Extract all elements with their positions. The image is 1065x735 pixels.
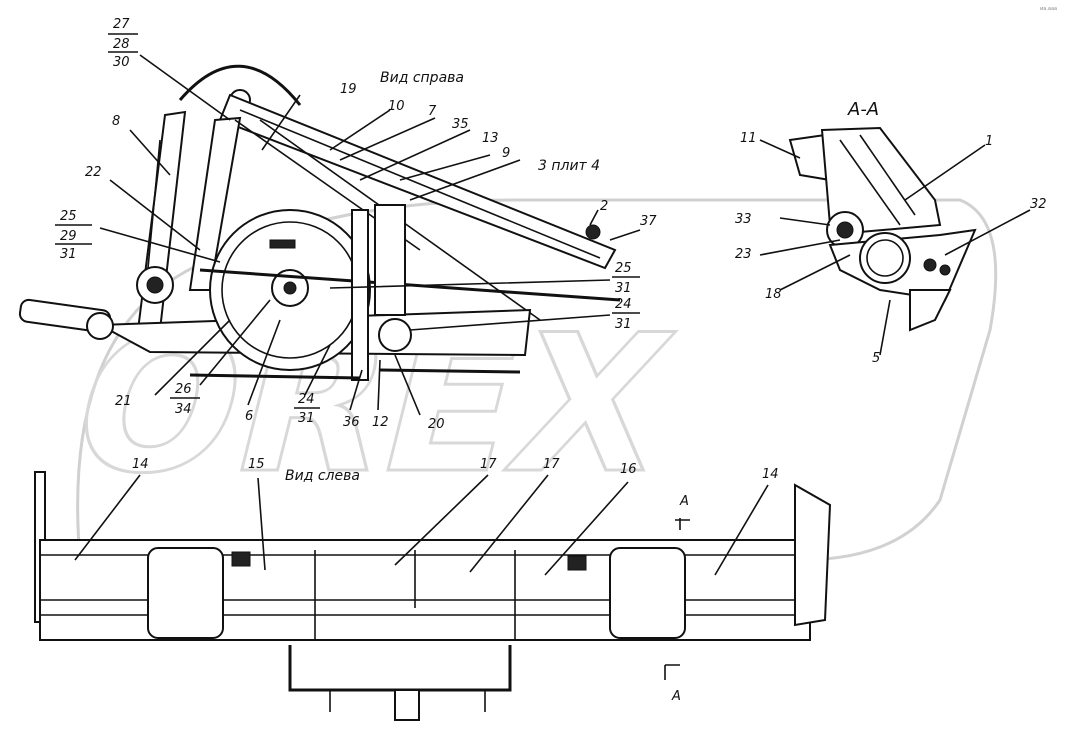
label: 26 — [175, 382, 192, 397]
label: 10 — [388, 99, 405, 114]
label: 9 — [502, 146, 510, 161]
label: 34 — [175, 402, 192, 417]
label: 28 — [113, 37, 130, 52]
label: 37 — [640, 214, 657, 229]
label: 18 — [765, 287, 782, 302]
label: 6 — [245, 409, 253, 424]
side-view-labels: 27 28 30 8 22 25 29 31 19 Вид справа 10 … — [55, 17, 657, 432]
label: 16 — [620, 462, 637, 477]
label: 31 — [615, 317, 632, 332]
label: 31 — [60, 247, 77, 262]
label: 7 — [428, 104, 437, 119]
label: 19 — [340, 82, 357, 97]
label: 17 — [480, 457, 497, 472]
label: 8 — [112, 114, 120, 129]
label: 25 — [60, 209, 77, 224]
label: 15 — [248, 457, 265, 472]
label: 24 — [298, 392, 315, 407]
section-mark: А — [671, 689, 681, 704]
label: 31 — [615, 281, 632, 296]
view-heading-right: Вид справа — [380, 70, 464, 86]
label: 30 — [113, 55, 130, 70]
label: 17 — [543, 457, 560, 472]
view-heading-left: Вид слева — [285, 468, 360, 484]
label: 24 — [615, 297, 632, 312]
top-wheel — [178, 64, 302, 106]
label: 29 — [60, 229, 77, 244]
label: 22 — [85, 165, 102, 180]
label: 2 — [600, 199, 608, 214]
label: 20 — [428, 417, 445, 432]
label: 21 — [115, 394, 132, 409]
label: 31 — [298, 411, 315, 426]
label: 25 — [615, 261, 632, 276]
label: 36 — [343, 415, 360, 430]
label: 1 — [985, 134, 993, 149]
label: 5 — [872, 351, 880, 366]
label: 3 плит 4 — [538, 158, 600, 174]
label: 32 — [1030, 197, 1047, 212]
corner-mark: иа.ааа — [1040, 6, 1057, 12]
label: 14 — [132, 457, 149, 472]
section-heading: А-А — [847, 99, 879, 120]
side-view — [18, 54, 641, 416]
label: 12 — [372, 415, 389, 430]
label: 13 — [482, 131, 499, 146]
section-view: А-А 11 1 33 32 23 18 5 — [735, 99, 1047, 366]
section-mark: А — [679, 494, 689, 509]
bottom-view: Вид слева А А 14 15 17 17 16 14 — [34, 457, 832, 721]
label: 33 — [735, 212, 752, 227]
label: 14 — [762, 467, 779, 482]
label: 23 — [735, 247, 752, 262]
upper-boom — [218, 93, 617, 270]
label: 35 — [452, 117, 469, 132]
label: 27 — [113, 17, 130, 32]
label: 11 — [740, 131, 757, 146]
